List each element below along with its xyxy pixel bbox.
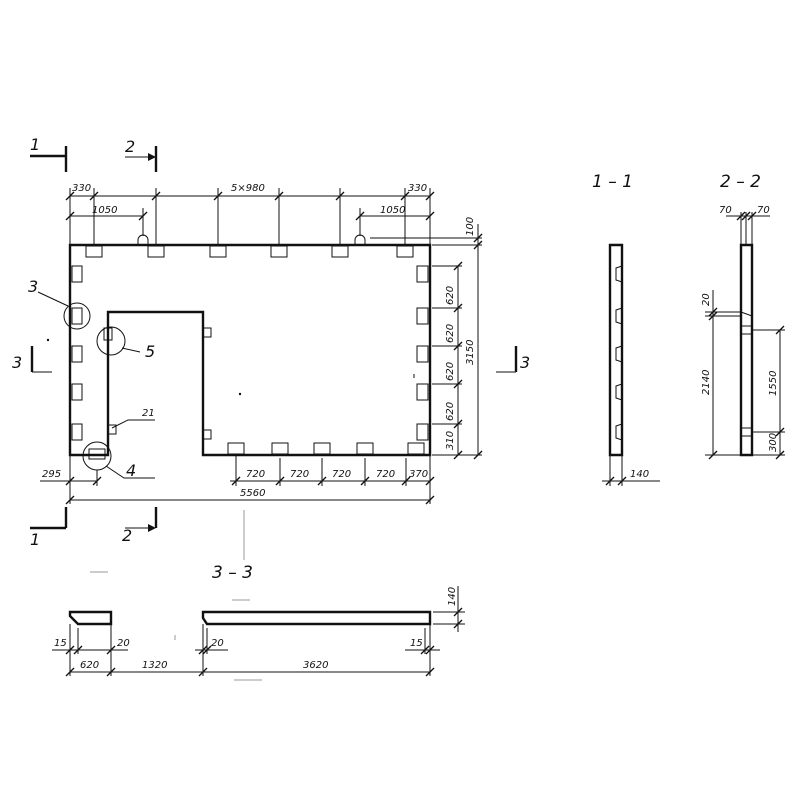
section-3-3-right-chamfer: 15 <box>410 638 423 649</box>
dim-top-right-offset: 1050 <box>380 205 405 216</box>
opening-socket-left <box>107 424 117 435</box>
dim-right-spacing-1: 620 <box>445 286 456 305</box>
section-3-3-gap: 1320 <box>142 660 167 671</box>
dim-bottom-end: 370 <box>409 469 428 480</box>
section-3-3-left-width: 620 <box>80 660 99 671</box>
dim-bottom-2: 720 <box>290 469 309 480</box>
dim-overall-width: 5560 <box>240 488 265 499</box>
top-sockets <box>85 245 414 258</box>
section-3-3-right-width: 3620 <box>303 660 328 671</box>
dim-right-spacing-3: 620 <box>445 362 456 381</box>
dim-top-left-offset: 1050 <box>92 205 117 216</box>
section-2-2-top-right: 70 <box>757 205 770 216</box>
dim-left-bottom: 295 <box>42 469 61 480</box>
section-3-3-height: 140 <box>447 587 458 606</box>
cut-1-bottom-label: 1 <box>30 530 40 549</box>
section-2-2-mid: 1550 <box>768 371 779 396</box>
dim-bottom-3: 720 <box>332 469 351 480</box>
section-3-3-title: 3 – 3 <box>212 563 253 583</box>
section-2-2-height: 2140 <box>701 370 712 395</box>
section-2-2-top-left: 70 <box>719 205 732 216</box>
dim-right-spacing-4: 620 <box>445 402 456 421</box>
section-3-3-left-inner: 20 <box>117 638 130 649</box>
cut-2-top-label: 2 <box>125 137 135 156</box>
detail-circle-3 <box>63 302 91 330</box>
dim-overall-height: 3150 <box>465 340 476 365</box>
dim-top-right-small: 100 <box>465 217 476 236</box>
section-3-3-right-inner: 20 <box>211 638 224 649</box>
left-sockets <box>71 265 83 441</box>
dim-top-spacing: 5×980 <box>231 183 265 194</box>
section-3-3: 3 – 3 140 15 20 20 15 <box>52 563 465 677</box>
dim-bottom-4: 720 <box>376 469 395 480</box>
dim-top-right-edge: 330 <box>408 183 427 194</box>
section-2-2-title: 2 – 2 <box>720 172 761 192</box>
callout-5: 5 <box>145 342 155 361</box>
cut-2-bottom-label: 2 <box>122 526 132 545</box>
dim-top-left-edge: 330 <box>72 183 91 194</box>
detail-circle-5 <box>96 326 126 356</box>
plan-view: 3 5 21 4 <box>28 234 432 480</box>
opening-socket-top <box>202 327 212 338</box>
plan-dimensions: 330 5×980 330 1050 1050 100 <box>40 183 483 505</box>
cut-1-top-label: 1 <box>30 135 40 154</box>
dim-bottom-1: 720 <box>246 469 265 480</box>
section-1-1: 1 – 1 140 <box>592 172 660 486</box>
cut-3-right-label: 3 <box>520 353 530 372</box>
panel-outline <box>68 243 432 457</box>
section-cut-markers: 1 2 1 2 3 3 <box>12 135 530 549</box>
callout-3: 3 <box>28 277 38 296</box>
opening-socket-left-top <box>103 327 113 341</box>
section-3-3-left-chamfer: 15 <box>54 638 67 649</box>
cut-3-left-label: 3 <box>12 353 22 372</box>
door-opening-outline <box>107 311 204 455</box>
section-1-1-thickness: 140 <box>630 469 649 480</box>
section-2-2-bottom: 300 <box>768 433 779 452</box>
right-sockets <box>416 265 429 441</box>
bottom-sockets <box>227 442 425 455</box>
callout-4: 4 <box>126 461 136 480</box>
callout-21: 21 <box>142 408 155 419</box>
section-2-2: 2 – 2 70 70 20 2140 1550 300 <box>701 172 785 460</box>
section-1-1-title: 1 – 1 <box>592 172 633 192</box>
lifting-loop-left <box>137 234 149 245</box>
dim-right-spacing-2: 620 <box>445 324 456 343</box>
lifting-loop-right <box>354 234 366 245</box>
scan-artifacts <box>90 510 262 681</box>
opening-socket-bottom <box>202 429 212 440</box>
section-2-2-small: 20 <box>701 293 712 306</box>
dim-right-bottom: 310 <box>445 431 456 450</box>
